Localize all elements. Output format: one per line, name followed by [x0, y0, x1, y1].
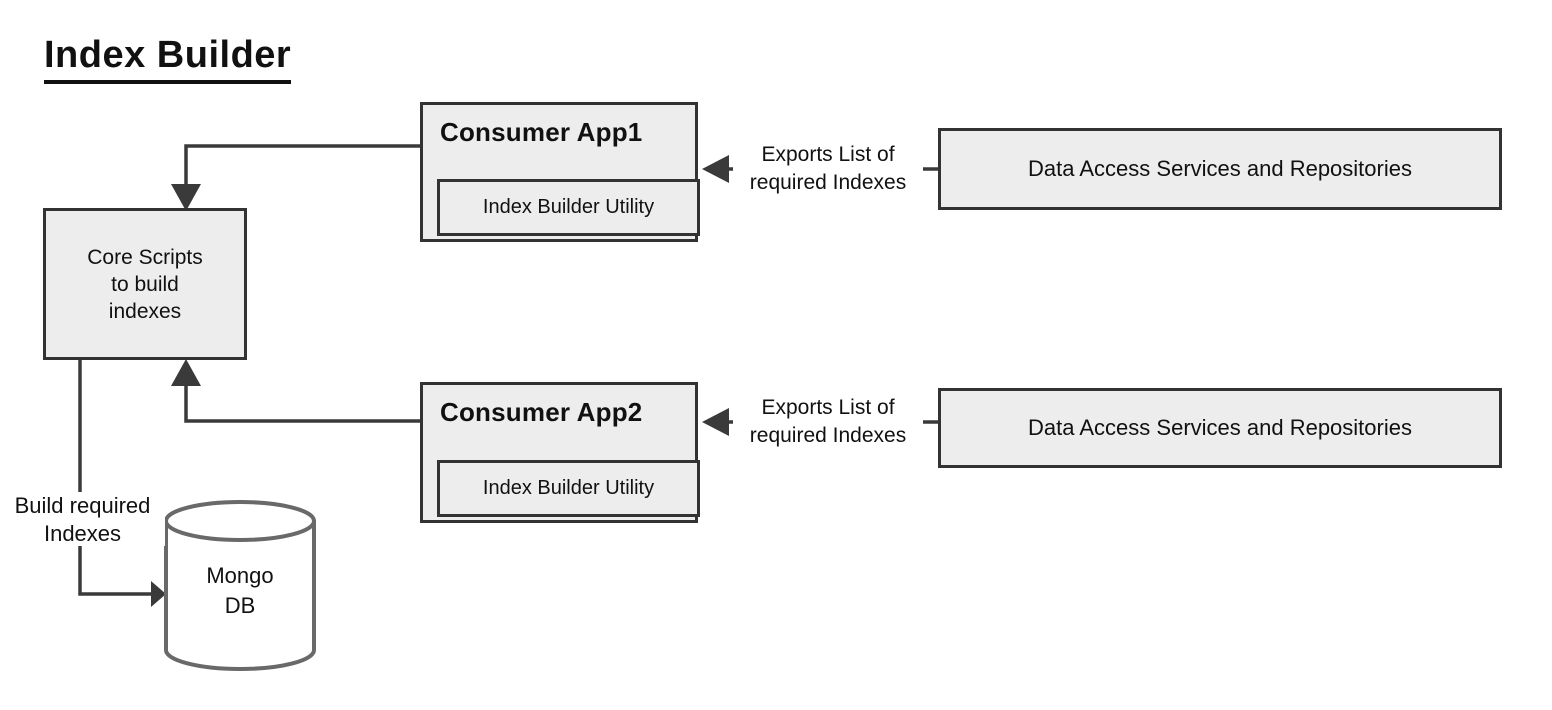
arrow-app1-to-core-head: [171, 184, 201, 211]
arrow-app1-to-core-line: [184, 144, 420, 187]
node-data-access-2: Data Access Services and Repositories: [938, 388, 1502, 468]
node-data-access-1: Data Access Services and Repositories: [938, 128, 1502, 210]
arrow-exports1-head: [702, 155, 729, 183]
index-builder-utility-2-label: Index Builder Utility: [482, 477, 655, 499]
arrow-build-head: [151, 581, 166, 607]
mongodb-cylinder-top: [164, 500, 316, 542]
consumer-app1-title: Consumer App1: [440, 117, 643, 147]
arrow-build-line: [78, 360, 151, 596]
arrow-app2-to-core-head: [171, 359, 201, 386]
node-index-builder-utility-1: Index Builder Utility: [437, 179, 700, 236]
node-index-builder-utility-2: Index Builder Utility: [437, 460, 700, 517]
node-consumer-app1: Consumer App1 Index Builder Utility: [420, 102, 700, 242]
edge-label-build-indexes: Build required Indexes: [0, 492, 165, 546]
diagram-title: Index Builder: [44, 34, 292, 84]
node-consumer-app2: Consumer App2 Index Builder Utility: [420, 382, 700, 523]
mongodb-cylinder-body: [164, 521, 316, 671]
edge-label-exports-app1: Exports List of required Indexes: [733, 141, 923, 197]
consumer-app2-title: Consumer App2: [440, 397, 643, 427]
node-core-scripts: Core Scripts to build indexes: [43, 208, 247, 360]
data-access-2-label: Data Access Services and Repositories: [1028, 415, 1412, 440]
data-access-1-label: Data Access Services and Repositories: [1028, 156, 1412, 181]
core-scripts-label: Core Scripts to build indexes: [87, 245, 203, 323]
mongodb-label: Mongo DB: [206, 563, 274, 618]
arrow-app2-to-core-line: [184, 383, 420, 423]
index-builder-utility-1-label: Index Builder Utility: [482, 196, 655, 218]
edge-label-exports-app2: Exports List of required Indexes: [733, 394, 923, 450]
arrow-exports2-head: [702, 408, 729, 436]
